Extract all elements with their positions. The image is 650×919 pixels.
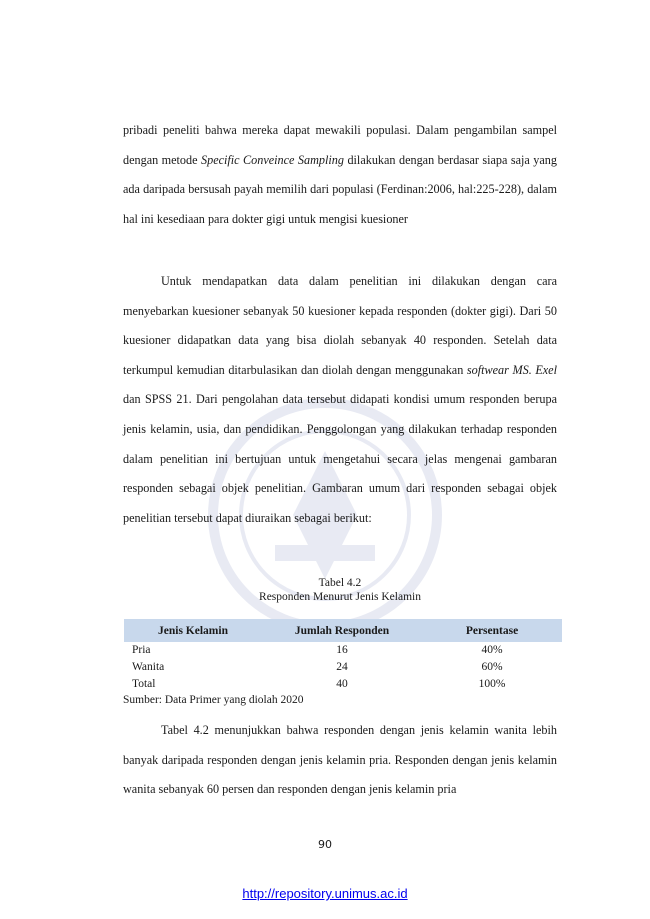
table-caption-title: Responden Menurut Jenis Kelamin <box>259 591 421 603</box>
header-gender: Jenis Kelamin <box>124 619 262 642</box>
cell-percentage: 40% <box>481 644 503 656</box>
cell-percentage: 100% <box>478 678 506 690</box>
table-row: Pria 16 40% <box>124 642 562 659</box>
italic-term: Specific Conveince Sampling <box>201 152 344 167</box>
cell-count: 40 <box>336 678 348 690</box>
gender-table: Jenis Kelamin Jumlah Responden Persentas… <box>124 619 562 693</box>
header-percentage: Persentase <box>422 619 562 642</box>
cell-count: 16 <box>336 644 348 656</box>
cell-percentage: 60% <box>481 661 503 673</box>
table-header-row: Jenis Kelamin Jumlah Responden Persentas… <box>124 619 562 642</box>
repository-link[interactable]: http://repository.unimus.ac.id <box>242 886 408 901</box>
table-row: Total 40 100% <box>124 676 562 693</box>
header-respondent-count: Jumlah Responden <box>262 619 422 642</box>
table-row: Wanita 24 60% <box>124 659 562 676</box>
table-caption-number: Tabel 4.2 <box>318 577 362 589</box>
paragraph-2: Untuk mendapatkan data dalam penelitian … <box>123 274 557 525</box>
cell-count: 24 <box>336 661 348 673</box>
page-number: 90 <box>318 838 332 851</box>
table-source-note: Sumber: Data Primer yang diolah 2020 <box>123 694 304 706</box>
cell-gender: Pria <box>132 644 151 656</box>
paragraph-3: Tabel 4.2 menunjukkan bahwa responden de… <box>123 723 557 797</box>
paragraph-1: pribadi peneliti bahwa mereka dapat mewa… <box>123 123 557 226</box>
cell-gender: Total <box>132 678 156 690</box>
italic-term: softwear MS. Exel <box>466 362 557 377</box>
cell-gender: Wanita <box>132 661 165 673</box>
